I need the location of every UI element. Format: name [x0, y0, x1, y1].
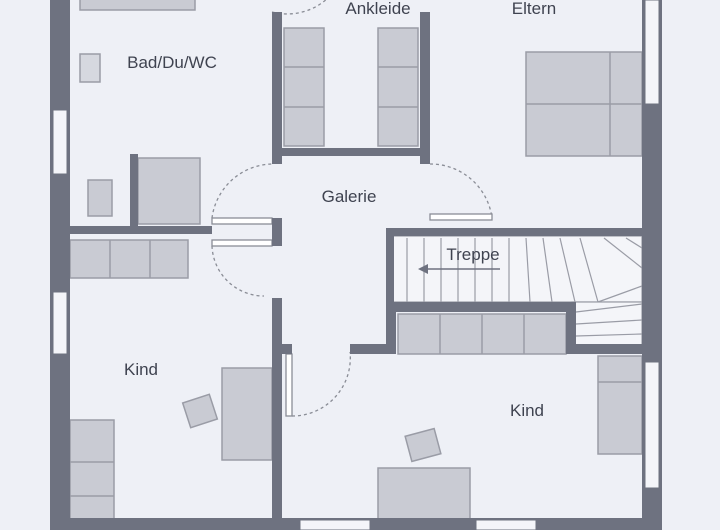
wall-bath-bottom — [70, 226, 212, 234]
door-galerie-left — [211, 163, 273, 219]
bed-left — [69, 419, 115, 521]
room-label-eltern: Eltern — [512, 0, 556, 18]
window-kind-left — [52, 291, 68, 355]
window-bath — [52, 109, 68, 175]
room-label-kind-left: Kind — [124, 360, 158, 379]
chair-right — [404, 427, 442, 463]
wall-kind-right-top — [386, 302, 576, 312]
window-kind-right — [644, 361, 660, 489]
desk-left — [221, 367, 273, 461]
wall-bath-stub — [130, 154, 138, 234]
wc-bowl — [79, 53, 101, 83]
room-label-galerie: Galerie — [322, 187, 377, 206]
wardrobe-left — [283, 27, 325, 147]
room-label-ankleide: Ankleide — [345, 0, 410, 18]
wall-stairs-bottom — [566, 344, 642, 354]
window-bottom-2 — [475, 519, 537, 530]
shower-tray — [137, 157, 201, 225]
door-galerie-right — [429, 163, 493, 219]
wall-corridor-left — [272, 218, 282, 246]
window-bottom-1 — [299, 519, 371, 530]
room-label-bad: Bad/Du/WC — [127, 53, 217, 72]
windows — [52, 0, 660, 530]
door-kind-right — [291, 351, 351, 417]
wall-corridor-right-stub — [282, 344, 292, 354]
low-cabinet-left — [69, 239, 189, 279]
wall-stairs-top — [386, 228, 642, 236]
wall-ankleide-left — [272, 12, 282, 164]
staircase — [391, 235, 643, 347]
window-eltern — [644, 0, 660, 105]
wardrobe-right — [377, 27, 419, 147]
wall-ankleide-bottom — [272, 148, 430, 156]
wall-kind-right-ledge — [350, 344, 396, 354]
washbasin — [87, 179, 113, 217]
wall-ankleide-right — [420, 12, 430, 164]
wall-outer-left — [50, 0, 70, 530]
wall-stairs-inner — [566, 302, 576, 354]
room-label-treppe: Treppe — [446, 245, 499, 264]
wall-stairs-left — [386, 228, 394, 304]
room-label-kind-right: Kind — [510, 401, 544, 420]
wall-kind-left-right — [272, 298, 282, 518]
chair-left — [181, 393, 219, 429]
furniture — [69, 0, 643, 525]
wall-kind-right-step — [386, 302, 396, 354]
bathtub — [79, 0, 196, 11]
stairs-arrowhead — [418, 264, 428, 274]
desk-right — [377, 467, 471, 525]
bed-right — [597, 355, 643, 455]
